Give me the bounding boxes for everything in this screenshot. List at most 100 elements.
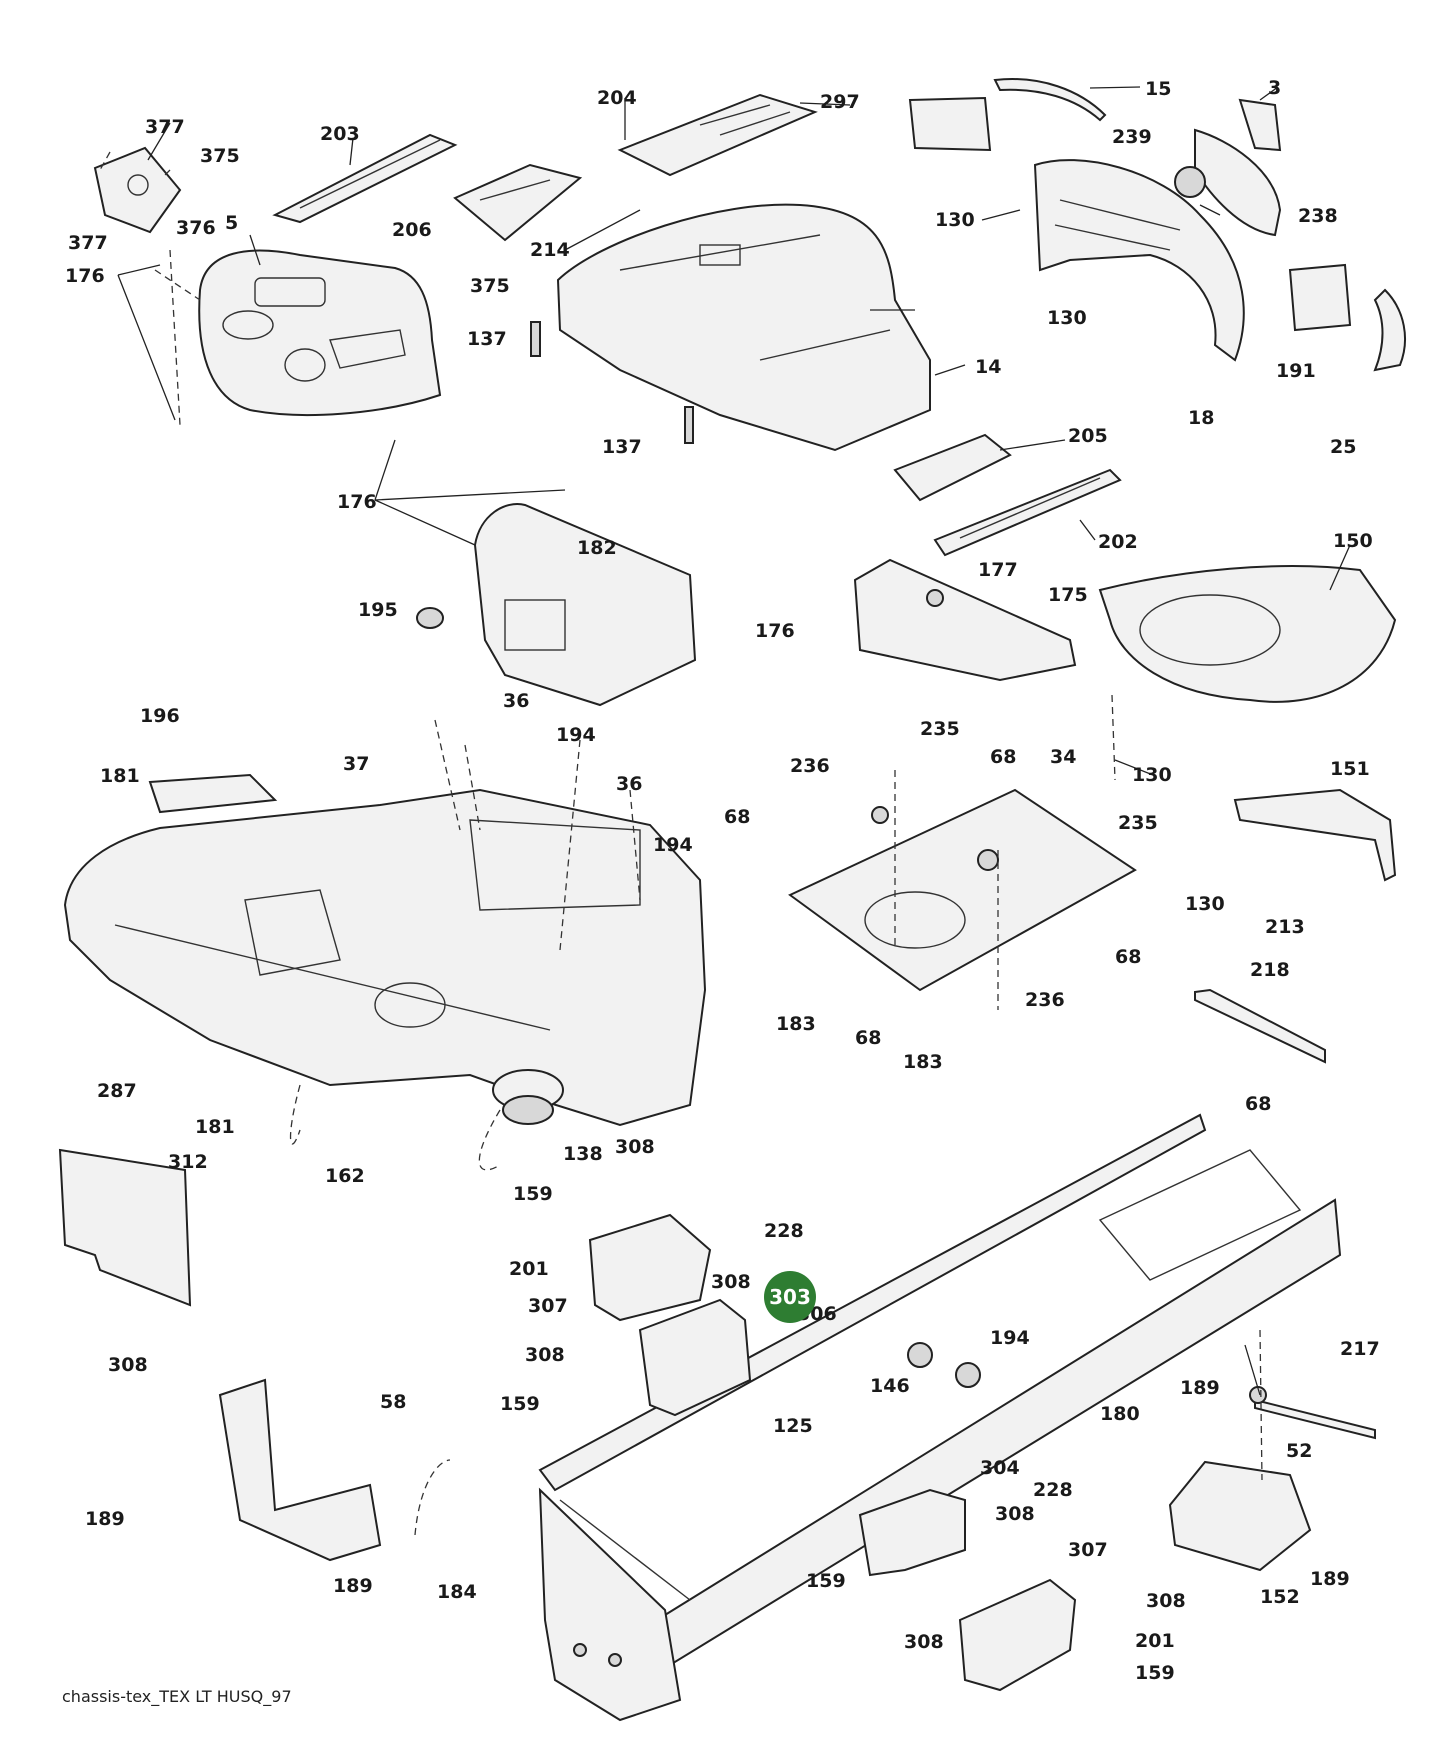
diagram-footer: chassis-tex_TEX LT HUSQ_97 <box>62 1687 292 1706</box>
callout-308: 308 <box>615 1136 655 1158</box>
trim-25 <box>1373 288 1406 372</box>
bracket-218 <box>1194 988 1326 1064</box>
callout-308: 308 <box>995 1503 1035 1525</box>
callout-375: 375 <box>200 145 240 167</box>
highlight-badge-303[interactable]: 303 <box>764 1271 816 1323</box>
bracket-mid <box>638 1298 752 1417</box>
callout-159: 159 <box>806 1570 846 1592</box>
callout-238: 238 <box>1298 205 1338 227</box>
grille-18 <box>1033 159 1245 362</box>
callout-175: 175 <box>1048 584 1088 606</box>
callout-36: 36 <box>503 690 529 712</box>
callout-189: 189 <box>85 1508 125 1530</box>
callout-176: 176 <box>755 620 795 642</box>
callout-308: 308 <box>108 1354 148 1376</box>
callout-37: 37 <box>343 753 369 775</box>
callout-308: 308 <box>711 1271 751 1293</box>
callout-195: 195 <box>358 599 398 621</box>
callout-308: 308 <box>904 1631 944 1653</box>
callout-235: 235 <box>1118 812 1158 834</box>
trim-15 <box>993 78 1107 122</box>
callout-159: 159 <box>1135 1662 1175 1684</box>
callout-14: 14 <box>975 356 1001 378</box>
callout-377: 377 <box>145 116 185 138</box>
plate-34 <box>788 788 1137 992</box>
bracket-203 <box>272 133 458 224</box>
callout-196: 196 <box>140 705 180 727</box>
callout-152: 152 <box>1260 1586 1300 1608</box>
callout-304: 304 <box>980 1457 1020 1479</box>
pulley-194 <box>907 1342 981 1388</box>
callout-68: 68 <box>1245 1093 1271 1115</box>
cover-191 <box>1288 263 1352 332</box>
callout-307: 307 <box>1068 1539 1108 1561</box>
callout-18: 18 <box>1188 407 1214 429</box>
callout-375: 375 <box>470 275 510 297</box>
dash-panel-5 <box>198 249 442 416</box>
callout-15: 15 <box>1145 78 1171 100</box>
light-239 <box>1174 166 1206 198</box>
callout-125: 125 <box>773 1415 813 1437</box>
bushing-138 <box>492 1069 564 1125</box>
bracket-175 <box>853 558 1077 682</box>
hood-14 <box>556 203 931 452</box>
callout-204: 204 <box>597 87 637 109</box>
vent-206 <box>453 163 583 242</box>
callout-34: 34 <box>1050 746 1076 768</box>
lens-238 <box>1194 128 1282 237</box>
callout-162: 162 <box>325 1165 365 1187</box>
pin-137 <box>530 321 694 444</box>
callout-183: 183 <box>776 1013 816 1035</box>
callout-312: 312 <box>168 1151 208 1173</box>
cap-195 <box>416 607 444 629</box>
callout-235: 235 <box>920 718 960 740</box>
callout-3: 3 <box>1268 77 1281 99</box>
callout-138: 138 <box>563 1143 603 1165</box>
callout-213: 213 <box>1265 916 1305 938</box>
callout-52: 52 <box>1286 1440 1312 1462</box>
callout-68: 68 <box>855 1027 881 1049</box>
callout-377: 377 <box>68 232 108 254</box>
callout-287: 287 <box>97 1080 137 1102</box>
callout-228: 228 <box>1033 1479 1073 1501</box>
callout-130: 130 <box>1185 893 1225 915</box>
callout-5: 5 <box>225 212 238 234</box>
emblem-3 <box>1238 98 1282 152</box>
callout-191: 191 <box>1276 360 1316 382</box>
callout-236: 236 <box>1025 989 1065 1011</box>
callout-180: 180 <box>1100 1403 1140 1425</box>
bracket-304 <box>858 1488 966 1577</box>
callout-25: 25 <box>1330 436 1356 458</box>
callout-308: 308 <box>525 1344 565 1366</box>
bracket-196 <box>148 773 278 814</box>
callout-218: 218 <box>1250 959 1290 981</box>
insert-297 <box>908 96 992 152</box>
highlight-label: 303 <box>769 1285 811 1309</box>
step-202 <box>933 468 1122 557</box>
callout-239: 239 <box>1112 126 1152 148</box>
callout-58: 58 <box>380 1391 406 1413</box>
callout-189: 189 <box>1310 1568 1350 1590</box>
callout-194: 194 <box>556 724 596 746</box>
bracket-152 <box>1168 1460 1312 1572</box>
rod-217 <box>1249 1386 1376 1440</box>
callout-184: 184 <box>437 1581 477 1603</box>
callout-151: 151 <box>1330 758 1370 780</box>
front-bracket <box>538 1487 682 1722</box>
plate-307-lower <box>958 1578 1077 1692</box>
callout-181: 181 <box>195 1116 235 1138</box>
plate-307-upper <box>588 1213 712 1322</box>
callout-308: 308 <box>1146 1590 1186 1612</box>
bracket-58 <box>218 1378 382 1562</box>
callout-201: 201 <box>509 1258 549 1280</box>
callout-297: 297 <box>820 91 860 113</box>
callout-201: 201 <box>1135 1630 1175 1652</box>
callout-182: 182 <box>577 537 617 559</box>
callout-146: 146 <box>870 1375 910 1397</box>
callout-150: 150 <box>1333 530 1373 552</box>
callout-labels: 377 377 376 5 375 375 203 206 204 214 29… <box>65 77 1380 1684</box>
callout-68: 68 <box>724 806 750 828</box>
callout-194: 194 <box>990 1327 1030 1349</box>
callout-68: 68 <box>990 746 1016 768</box>
